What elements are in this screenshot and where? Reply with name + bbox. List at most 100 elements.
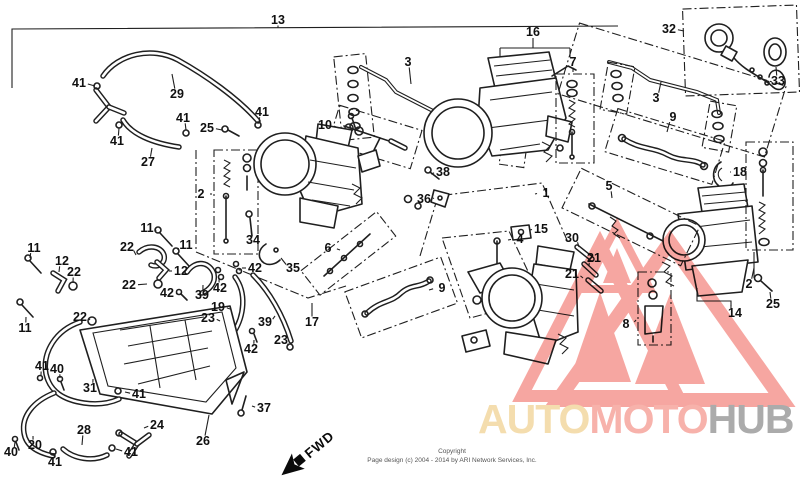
- callout-leader-40: [13, 441, 16, 447]
- callout-leader-32: [677, 29, 685, 32]
- part-callout-3: 3: [653, 91, 660, 105]
- part-callout-15: 15: [534, 222, 548, 236]
- part-callout-9: 9: [439, 281, 446, 295]
- part-callout-14: 14: [728, 306, 742, 320]
- part-callout-42: 42: [213, 281, 227, 295]
- callout-leader-15: [529, 228, 533, 231]
- carburetor-left: [253, 112, 381, 229]
- callout-leader-9: [666, 121, 671, 133]
- part-callout-41: 41: [35, 359, 49, 373]
- callout-leader-41: [117, 127, 120, 136]
- callout-leader-11: [29, 253, 32, 259]
- callout-leader-30: [577, 242, 580, 248]
- callout-leader-4: [507, 238, 512, 241]
- part-callout-36: 36: [417, 192, 431, 206]
- callout-leader-12: [58, 266, 61, 273]
- part-callout-5: 5: [606, 179, 613, 193]
- part-callout-12: 12: [174, 264, 188, 278]
- part-callout-13: 13: [271, 13, 285, 27]
- clamp-41-icon: [115, 121, 123, 129]
- grommet-33-icon: [763, 37, 787, 67]
- part-callout-21: 21: [565, 267, 579, 281]
- part-callout-34: 34: [246, 233, 260, 247]
- callout-leader-37: [251, 405, 256, 408]
- part-callout-24: 24: [150, 418, 164, 432]
- parts-box-10: [327, 104, 423, 170]
- part-callout-35: 35: [286, 261, 300, 275]
- part-callout-11: 11: [140, 221, 153, 235]
- tps-sensor-box: [681, 4, 800, 97]
- part-callout-40: 40: [4, 445, 18, 459]
- clamp-41-icon: [182, 129, 190, 137]
- brand-segment-auto: AUTO: [478, 396, 590, 442]
- part-callout-26: 26: [196, 434, 210, 448]
- callout-leader-22: [137, 283, 148, 286]
- part-callout-27: 27: [141, 155, 155, 169]
- brand-segment-hub: HUB: [708, 396, 794, 442]
- small-parts-top-of-carb3: [403, 166, 532, 241]
- bracket-35-icon: [258, 243, 281, 266]
- parts-box-2-left: [213, 149, 259, 255]
- part-callout-1: 1: [543, 186, 550, 200]
- parts-box-7: [555, 73, 595, 164]
- callout-leader-26: [204, 414, 210, 436]
- callout-leader-22: [133, 250, 137, 256]
- fwd-arrowhead-icon: [281, 453, 305, 476]
- callout-leader-35: [280, 257, 287, 265]
- callout-leader-41: [115, 448, 123, 452]
- copyright-line1: Copyright: [438, 448, 466, 455]
- part-callout-7: 7: [570, 55, 577, 69]
- callout-leader-10: [333, 125, 340, 129]
- fuel-pipe-right: [557, 22, 787, 158]
- clamp-41-icon: [254, 121, 262, 129]
- part-callout-40: 40: [50, 362, 64, 376]
- callout-leader-22: [88, 318, 91, 321]
- parts-box-9-left: [344, 256, 459, 339]
- copyright: Copyright Page design (c) 2004 - 2014 by…: [367, 448, 537, 464]
- parts-box-2-right: [745, 141, 794, 292]
- part-callout-41: 41: [255, 105, 269, 119]
- carburetor-bottom-center: [461, 245, 579, 365]
- part-callout-11: 11: [27, 241, 40, 255]
- callout-leader-25: [215, 128, 223, 131]
- part-callout-17: 17: [305, 315, 319, 329]
- callout-leader-6: [336, 248, 341, 251]
- callout-leader-34: [250, 227, 253, 235]
- part-callout-11: 11: [18, 321, 31, 335]
- parts-box-6: [300, 210, 397, 296]
- bracket-16: [499, 38, 571, 68]
- part-callout-32: 32: [662, 22, 676, 36]
- callout-leader-3: [408, 67, 412, 85]
- part-callout-25: 25: [200, 121, 214, 135]
- part-callout-23: 23: [201, 311, 215, 325]
- callout-leader-41: [124, 391, 131, 394]
- callout-leader-1: [534, 192, 538, 195]
- callout-leader-41: [87, 83, 96, 87]
- part-callout-42: 42: [244, 342, 258, 356]
- part-callout-22: 22: [122, 278, 136, 292]
- brand-wordmark: AUTOMOTOHUB: [478, 396, 794, 442]
- part-callout-9: 9: [670, 110, 677, 124]
- callout-leader-9: [428, 288, 434, 291]
- part-callout-42: 42: [248, 261, 262, 275]
- part-callout-2: 2: [746, 277, 753, 291]
- part-callout-41: 41: [72, 76, 86, 90]
- screw-25-icon: [221, 125, 240, 137]
- callout-leader-3: [658, 81, 662, 93]
- fastener-cluster-left: [16, 226, 190, 326]
- fwd-arrow: FWD: [281, 428, 337, 476]
- callout-leader-28: [81, 435, 84, 446]
- callout-leader-2: [751, 267, 755, 279]
- part-callout-33: 33: [771, 74, 785, 88]
- fwd-arrow-tail: [293, 453, 306, 467]
- part-callout-41: 41: [124, 445, 138, 459]
- part-callout-25: 25: [766, 297, 780, 311]
- part-callout-18: 18: [733, 165, 747, 179]
- parts-box-9-right: [604, 107, 726, 186]
- part-callout-2: 2: [198, 187, 205, 201]
- part-callout-23: 23: [274, 333, 288, 347]
- bracket-36-icon: [430, 189, 450, 208]
- air-chamber-tray: [79, 305, 248, 415]
- callout-leader-41: [184, 123, 187, 131]
